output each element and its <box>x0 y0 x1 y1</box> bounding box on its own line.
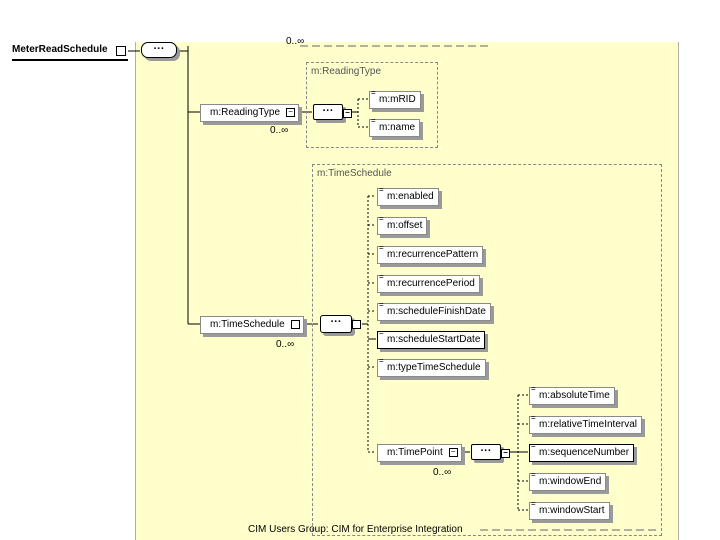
time-schedule-label: m:TimeSchedule <box>210 319 285 330</box>
type-time-schedule-attribute[interactable]: = m:typeTimeSchedule <box>377 356 486 377</box>
attribute-icon: = <box>371 88 376 97</box>
attribute-label: m:scheduleFinishDate <box>387 306 486 317</box>
reading-type-cardinality: 0..∞ <box>270 125 289 136</box>
attribute-label: m:windowStart <box>539 505 605 516</box>
attribute-label: m:mRID <box>379 94 416 105</box>
attribute-label: m:sequenceNumber <box>539 447 630 458</box>
reading-type-group: m:ReadingType <box>306 62 438 148</box>
attribute-icon: = <box>379 356 384 365</box>
attribute-label: m:relativeTimeInterval <box>539 419 637 430</box>
reading-type-sequence[interactable]: ··· − <box>313 104 352 120</box>
sequence-symbol: ··· <box>480 445 492 457</box>
attribute-icon: = <box>379 243 384 252</box>
collapse-toggle-icon[interactable]: − <box>286 108 296 117</box>
collapse-toggle-icon[interactable]: − <box>448 448 458 457</box>
name-attribute[interactable]: = m:name <box>369 116 421 137</box>
attribute-icon: = <box>379 214 384 223</box>
time-point-sequence[interactable]: ··· − <box>471 444 510 460</box>
attribute-label: m:absoluteTime <box>539 390 610 401</box>
collapse-toggle-icon[interactable]: − <box>501 449 510 458</box>
expand-toggle-icon[interactable] <box>290 320 300 329</box>
reading-type-group-label: m:ReadingType <box>311 66 382 77</box>
attribute-icon: = <box>531 470 536 479</box>
top-cardinality: 0..∞ <box>286 36 305 47</box>
reading-type-element[interactable]: m:ReadingType − <box>200 104 300 122</box>
schedule-finish-date-attribute[interactable]: = m:scheduleFinishDate <box>377 300 491 321</box>
relative-time-interval-attribute[interactable]: = m:relativeTimeInterval <box>529 413 642 434</box>
time-schedule-sequence[interactable]: ··· <box>320 315 361 333</box>
time-point-label: m:TimePoint <box>387 447 443 458</box>
time-schedule-cardinality: 0..∞ <box>276 339 295 350</box>
mrid-attribute[interactable]: = m:mRID <box>369 88 421 109</box>
root-underline <box>12 59 128 61</box>
recurrence-period-attribute[interactable]: = m:recurrencePeriod <box>377 272 480 293</box>
window-end-attribute[interactable]: = m:windowEnd <box>529 470 607 491</box>
attribute-icon: = <box>531 413 536 422</box>
expand-toggle-icon[interactable] <box>116 46 126 56</box>
time-schedule-element[interactable]: m:TimeSchedule <box>200 316 304 334</box>
attribute-icon: = <box>371 116 376 125</box>
attribute-label: m:windowEnd <box>539 476 602 487</box>
recurrence-pattern-attribute[interactable]: = m:recurrencePattern <box>377 243 484 264</box>
attribute-label: m:scheduleStartDate <box>387 334 481 345</box>
attribute-icon: = <box>531 441 536 450</box>
expand-toggle-icon[interactable] <box>352 320 361 329</box>
enabled-attribute[interactable]: = m:enabled <box>377 185 439 206</box>
collapse-toggle-icon[interactable]: − <box>343 109 352 118</box>
sequence-symbol: ··· <box>322 105 334 117</box>
sequence-symbol: ··· <box>330 316 342 328</box>
window-start-attribute[interactable]: = m:windowStart <box>529 499 610 520</box>
attribute-label: m:typeTimeSchedule <box>387 362 481 373</box>
time-point-cardinality: 0..∞ <box>433 467 452 478</box>
attribute-label: m:offset <box>387 220 423 231</box>
attribute-label: m:recurrencePattern <box>387 249 479 260</box>
reading-type-label: m:ReadingType <box>210 107 281 118</box>
attribute-icon: = <box>379 272 384 281</box>
offset-attribute[interactable]: = m:offset <box>377 214 428 235</box>
attribute-label: m:recurrencePeriod <box>387 278 475 289</box>
attribute-label: m:enabled <box>387 191 434 202</box>
attribute-icon: = <box>379 300 384 309</box>
attribute-icon: = <box>379 328 384 337</box>
footer-caption: CIM Users Group: CIM for Enterprise Inte… <box>248 524 463 535</box>
sequence-symbol: ··· <box>153 43 165 55</box>
time-point-element[interactable]: m:TimePoint − <box>377 444 462 462</box>
root-element[interactable]: MeterReadSchedule <box>12 44 128 61</box>
schedule-start-date-attribute[interactable]: = m:scheduleStartDate <box>377 328 486 349</box>
time-schedule-group-label: m:TimeSchedule <box>317 168 392 179</box>
absolute-time-attribute[interactable]: = m:absoluteTime <box>529 384 615 405</box>
time-schedule-group: m:TimeSchedule <box>312 164 662 536</box>
root-label: MeterReadSchedule <box>12 44 108 55</box>
top-sequence-compositor[interactable]: ··· <box>141 42 177 58</box>
attribute-label: m:name <box>379 122 416 133</box>
attribute-icon: = <box>379 185 384 194</box>
sequence-number-attribute[interactable]: = m:sequenceNumber <box>529 441 635 462</box>
attribute-icon: = <box>531 384 536 393</box>
attribute-icon: = <box>531 499 536 508</box>
